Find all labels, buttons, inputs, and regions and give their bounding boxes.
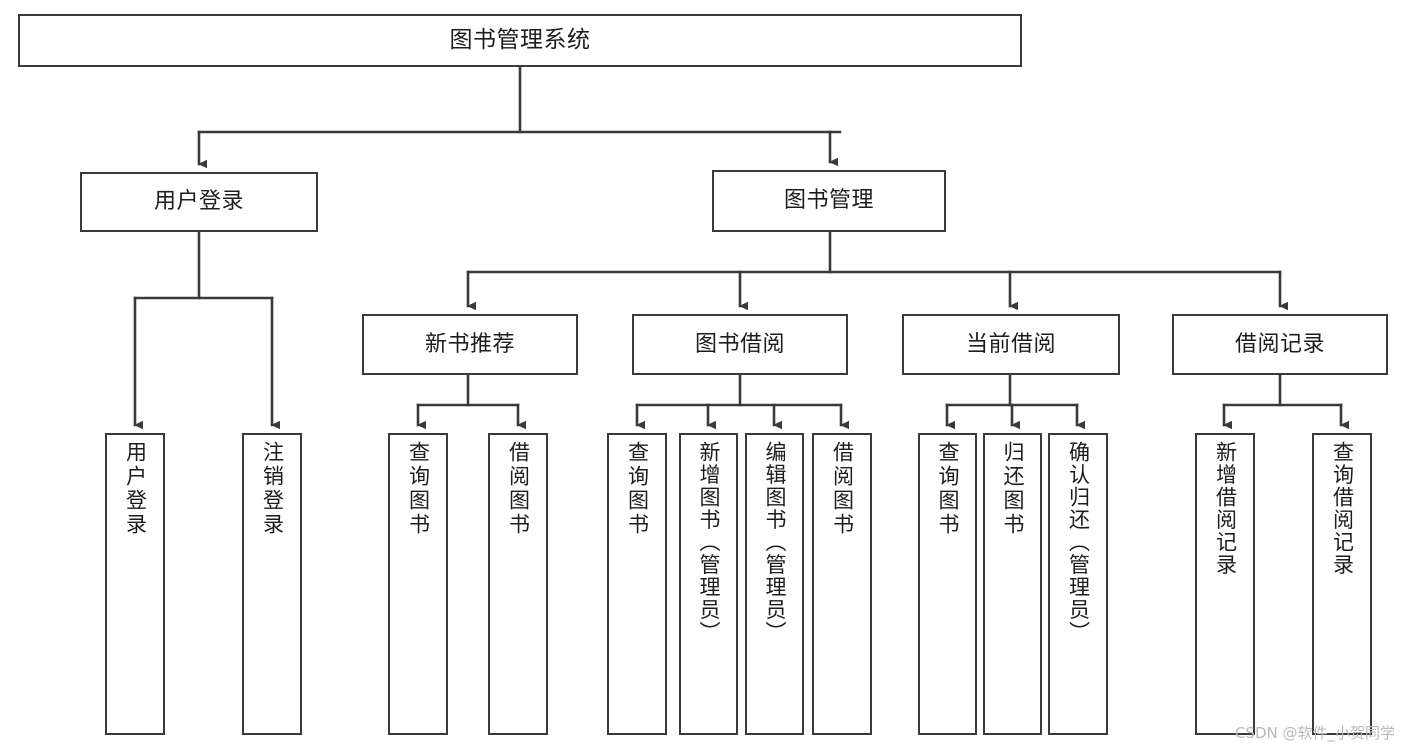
node-label: 新增借阅记录 [1213,441,1238,576]
node-label: 图书管理系统 [449,26,591,53]
node-label: 图书借阅 [694,331,785,357]
node-label: 借阅图书 [830,441,855,537]
leaf-node-return-book[interactable]: 归还图书 [983,433,1042,735]
node-current-borrow[interactable]: 当前借阅 [902,314,1120,375]
leaf-node-logout-login[interactable]: 注销登录 [242,433,302,735]
node-label: 借阅图书 [506,441,531,537]
node-label: 查询图书 [936,441,960,537]
node-label: 查询借阅记录 [1330,441,1355,576]
node-label: 确认归还（管理员） [1066,441,1091,644]
node-root-book-management-system[interactable]: 图书管理系统 [18,14,1022,67]
leaf-node-edit-book-admin[interactable]: 编辑图书（管理员） [745,433,804,735]
node-label: 新增图书（管理员） [697,441,721,644]
node-label: 借阅记录 [1234,331,1325,357]
node-label: 当前借阅 [965,331,1056,357]
node-label: 编辑图书（管理员） [763,441,787,644]
node-label: 用户登录 [153,189,244,215]
node-book-borrow[interactable]: 图书借阅 [632,314,848,375]
node-label: 新书推荐 [424,331,515,357]
leaf-node-user-login[interactable]: 用户登录 [105,433,165,735]
leaf-node-query-borrow-record[interactable]: 查询借阅记录 [1312,433,1372,735]
leaf-node-add-book-admin[interactable]: 新增图书（管理员） [679,433,738,735]
leaf-node-query-book-recommend[interactable]: 查询图书 [388,433,448,735]
csdn-watermark: CSDN @软件_小贺同学 [1234,724,1395,742]
leaf-node-query-book-current[interactable]: 查询图书 [918,433,977,735]
leaf-node-confirm-return-admin[interactable]: 确认归还（管理员） [1048,433,1108,735]
node-user-login[interactable]: 用户登录 [80,172,318,232]
node-label: 用户登录 [123,441,148,537]
node-borrow-record[interactable]: 借阅记录 [1172,314,1388,375]
node-label: 查询图书 [625,441,650,537]
node-label: 图书管理 [783,188,874,214]
leaf-node-query-book-borrow[interactable]: 查询图书 [607,433,667,735]
leaf-node-borrow-book-recommend[interactable]: 借阅图书 [488,433,548,735]
node-label: 归还图书 [1001,441,1025,537]
leaf-node-add-borrow-record[interactable]: 新增借阅记录 [1195,433,1255,735]
node-label: 查询图书 [406,441,431,537]
node-label: 注销登录 [260,441,285,537]
leaf-node-borrow-book[interactable]: 借阅图书 [812,433,872,735]
node-book-management[interactable]: 图书管理 [712,170,946,232]
node-new-book-recommend[interactable]: 新书推荐 [362,314,578,375]
